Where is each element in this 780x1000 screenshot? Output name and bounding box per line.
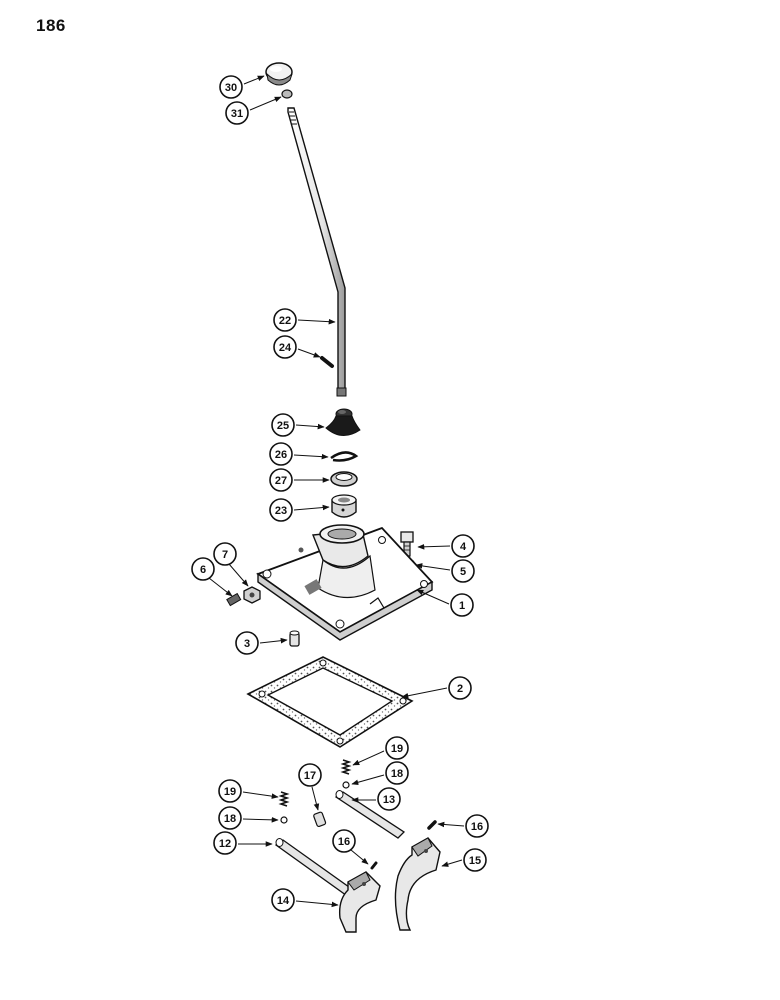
callout-7-label: 7 <box>222 549 228 561</box>
hex-nut <box>243 586 261 604</box>
shift-rail-upper <box>334 790 406 839</box>
callout-2-label: 2 <box>457 683 463 695</box>
callout-24: 24 <box>273 335 321 359</box>
roll-pin <box>320 356 334 368</box>
callout-15-label: 15 <box>469 855 481 867</box>
roll-pin-right <box>427 820 437 830</box>
callout-18-right: 18 <box>351 761 409 785</box>
callout-13: 13 <box>351 787 401 811</box>
callout-27: 27 <box>269 468 330 492</box>
callout-26: 26 <box>269 442 329 466</box>
dust-boot <box>325 408 361 436</box>
callout-1: 1 <box>416 589 474 617</box>
callout-27-label: 27 <box>275 475 287 487</box>
callout-14: 14 <box>271 888 339 912</box>
detent-ball-right <box>342 781 350 789</box>
detent-spring-left <box>278 791 290 807</box>
pivot-ball <box>331 494 357 518</box>
callout-19-right: 19 <box>352 736 409 766</box>
detent-spring-right <box>340 759 352 775</box>
callout-25: 25 <box>271 413 325 437</box>
callout-18-left-label: 18 <box>224 813 236 825</box>
callout-23-label: 23 <box>275 505 287 517</box>
dowel-pin <box>289 630 300 647</box>
callout-19-right-label: 19 <box>391 743 403 755</box>
callout-31: 31 <box>225 96 282 125</box>
callout-16-right: 16 <box>437 814 489 838</box>
page-number: 186 <box>36 16 66 35</box>
callout-4: 4 <box>417 534 475 558</box>
shift-lever <box>287 107 347 397</box>
callout-31-label: 31 <box>231 108 243 120</box>
callout-25-label: 25 <box>277 420 289 432</box>
callout-26-label: 26 <box>275 449 287 461</box>
callout-15: 15 <box>441 848 487 872</box>
seal-ring <box>330 471 358 487</box>
interlock-pin <box>313 811 327 827</box>
callout-24-label: 24 <box>279 342 292 354</box>
callout-22: 22 <box>273 308 336 332</box>
shifter-cover <box>256 524 434 641</box>
callout-23: 23 <box>269 498 330 522</box>
callout-6-label: 6 <box>200 564 206 576</box>
callout-12-label: 12 <box>219 838 231 850</box>
callout-16-right-label: 16 <box>471 821 483 833</box>
roll-pin-left <box>370 861 378 870</box>
callout-17: 17 <box>298 763 322 811</box>
callout-16-left: 16 <box>332 829 369 865</box>
snap-ring <box>330 451 359 462</box>
set-screw <box>226 592 242 607</box>
callout-3-label: 3 <box>244 638 250 650</box>
shift-knob <box>265 62 293 86</box>
callout-6: 6 <box>191 557 233 597</box>
callout-22-label: 22 <box>279 315 291 327</box>
callout-13-label: 13 <box>383 794 395 806</box>
callout-5-label: 5 <box>460 566 466 578</box>
callout-12: 12 <box>213 831 273 855</box>
callout-4-label: 4 <box>460 541 467 553</box>
callout-30: 30 <box>219 75 265 99</box>
callout-7: 7 <box>213 542 249 587</box>
shift-fork-right <box>394 837 441 931</box>
callout-2: 2 <box>401 676 472 700</box>
callout-18-right-label: 18 <box>391 768 403 780</box>
callout-17-label: 17 <box>304 770 316 782</box>
callout-16-left-label: 16 <box>338 836 350 848</box>
callout-30-label: 30 <box>225 82 237 94</box>
callout-19-left: 19 <box>218 779 279 803</box>
callout-5: 5 <box>415 559 475 583</box>
callout-19-left-label: 19 <box>224 786 236 798</box>
callout-14-label: 14 <box>277 895 290 907</box>
cover-gasket <box>246 656 414 748</box>
detent-ball-left <box>280 816 288 824</box>
callout-1-label: 1 <box>459 600 465 612</box>
shift-fork-left <box>338 871 381 933</box>
cap-screw <box>400 531 414 557</box>
callout-18-left: 18 <box>218 806 279 830</box>
lock-nut <box>281 89 293 99</box>
callout-3: 3 <box>235 631 288 655</box>
